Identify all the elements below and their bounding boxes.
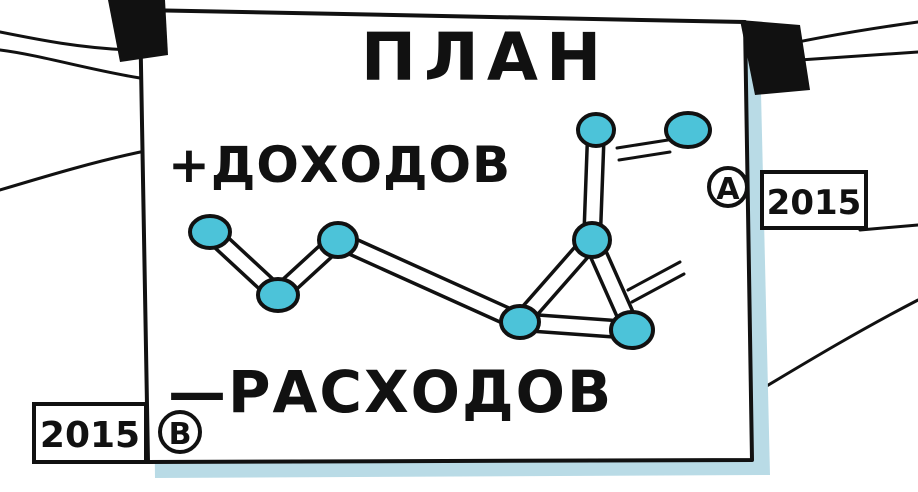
- node-1: [188, 214, 232, 250]
- badge-a-2015: A 2015: [707, 166, 868, 230]
- income-label: +ДОХОДОВ: [168, 136, 511, 194]
- node-4: [499, 304, 541, 340]
- expense-label: —РАСХОДОВ: [168, 358, 613, 426]
- node-8: [664, 111, 712, 149]
- plan-title: ПЛАН: [361, 19, 609, 96]
- node-7: [576, 112, 616, 148]
- node-5: [572, 221, 612, 259]
- badge-b-letter: B: [169, 417, 192, 452]
- badge-a-year: 2015: [767, 183, 862, 223]
- clip-left: [108, 0, 168, 62]
- badge-b-year: 2015: [40, 415, 140, 456]
- node-2: [256, 277, 300, 313]
- chart-nodes: [188, 111, 712, 350]
- badge-b-2015: 2015 B: [32, 402, 202, 464]
- node-3: [317, 221, 359, 259]
- node-6: [609, 310, 655, 350]
- badge-a-letter: A: [716, 172, 740, 207]
- clip-right: [740, 20, 810, 95]
